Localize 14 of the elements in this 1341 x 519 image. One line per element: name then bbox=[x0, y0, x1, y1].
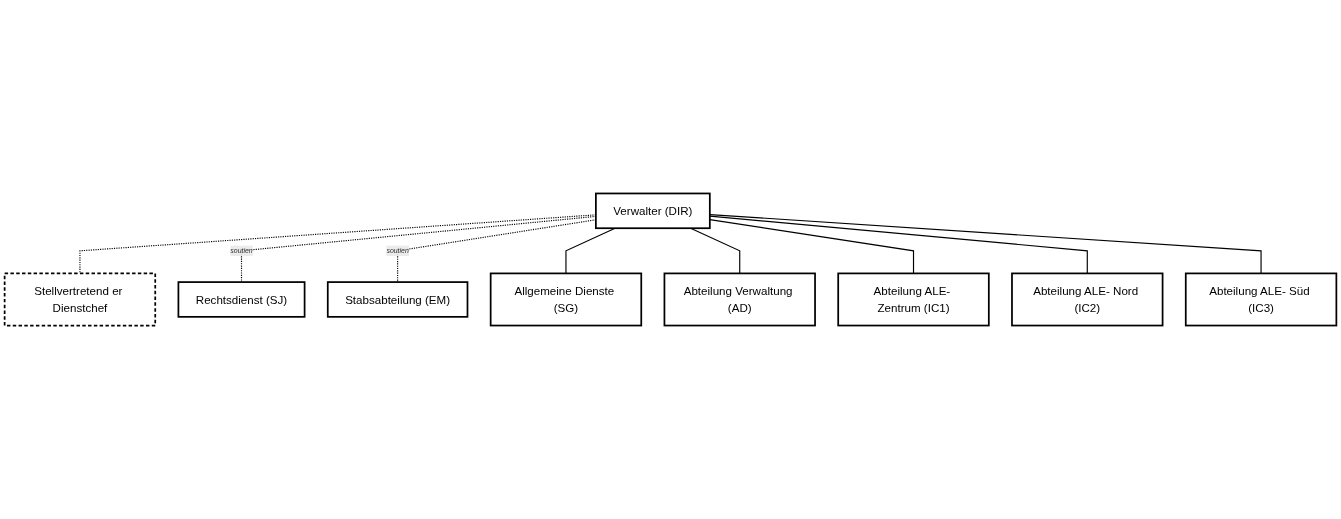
node-box: Allgemeine Dienste (SG) bbox=[489, 272, 643, 327]
node-box: Abteilung ALE- Süd (IC3) bbox=[1184, 272, 1338, 327]
node-box: Rechtsdienst (SJ) bbox=[177, 281, 306, 318]
connector bbox=[565, 227, 616, 274]
node-box: Stabsabteilung (EM) bbox=[326, 281, 469, 318]
connector bbox=[690, 227, 741, 274]
node-box: Stellvertretend er Dienstchef bbox=[3, 272, 157, 327]
connector bbox=[709, 214, 1262, 274]
connector bbox=[709, 215, 1088, 274]
node-box: Abteilung Verwaltung (AD) bbox=[663, 272, 816, 327]
node-box: Abteilung ALE- Nord (IC2) bbox=[1011, 272, 1164, 327]
node-box: Verwalter (DIR) bbox=[595, 192, 711, 230]
node-box: Abteilung ALE- Zentrum (IC1) bbox=[837, 272, 990, 327]
connector bbox=[709, 219, 915, 274]
